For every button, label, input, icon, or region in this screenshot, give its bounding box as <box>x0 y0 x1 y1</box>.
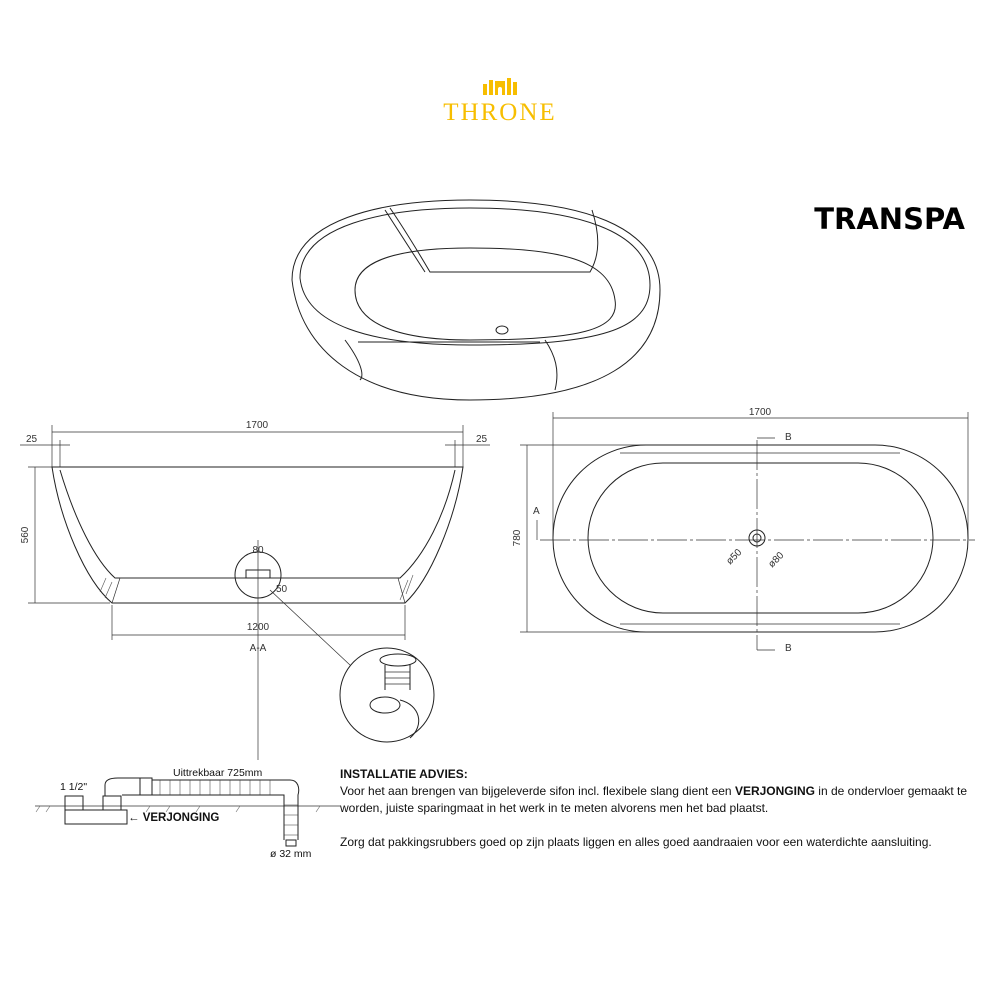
section-aa-label: A-A <box>250 643 267 654</box>
advice-paragraph-2: Zorg dat pakkingsrubbers goed op zijn pl… <box>340 835 932 849</box>
section-a: A <box>533 506 540 517</box>
side-height-label: 560 <box>20 526 31 543</box>
thread-size-label: 1 1/2" <box>60 781 87 793</box>
base-width-label: 1200 <box>247 622 270 633</box>
top-depth-label: 780 <box>512 529 523 546</box>
extend-length-label: Uittrekbaar 725mm <box>173 767 263 779</box>
right-rim-label: 25 <box>476 434 488 445</box>
castle-icon <box>483 78 517 95</box>
brand-name: THRONE <box>443 99 556 126</box>
advice-paragraph-1: Voor het aan brengen van bijgeleverde si… <box>340 783 980 817</box>
side-view: 1700 25 25 560 80 50 1200 A-A <box>20 420 490 760</box>
throne-logo: THRONE <box>443 78 556 126</box>
siphon-diagram: Uittrekbaar 725mm 1 1/2" ← VERJONGING ø … <box>35 767 340 860</box>
hose-diameter-label: ø 32 mm <box>270 848 312 860</box>
top-width-label: 1700 <box>749 407 772 418</box>
section-b-top: B <box>785 432 792 443</box>
drain-outer-diameter: ø80 <box>766 550 786 570</box>
advice-text: in de ondervloer gemaakt te worden, juis… <box>340 784 968 815</box>
reducer-label: ← VERJONGING <box>128 812 219 824</box>
drain-detail <box>339 647 435 743</box>
installation-advice: INSTALLATIE ADVIES: Voor het aan brengen… <box>340 766 980 868</box>
left-rim-label: 25 <box>26 434 38 445</box>
section-b-bottom: B <box>785 643 792 654</box>
advice-emphasis: VERJONGING <box>734 784 815 798</box>
advice-heading: INSTALLATIE ADVIES: <box>340 767 468 781</box>
top-view: 1700 780 B B A ø50 ø80 <box>512 407 975 654</box>
product-title: TRANSPA <box>814 202 965 236</box>
drain-inner-diameter: ø50 <box>724 547 744 567</box>
perspective-tub <box>291 199 661 401</box>
drain-inner-label: 50 <box>276 584 288 595</box>
advice-text: Voor het aan brengen van bijgeleverde si… <box>340 784 735 798</box>
side-width-label: 1700 <box>246 420 269 431</box>
